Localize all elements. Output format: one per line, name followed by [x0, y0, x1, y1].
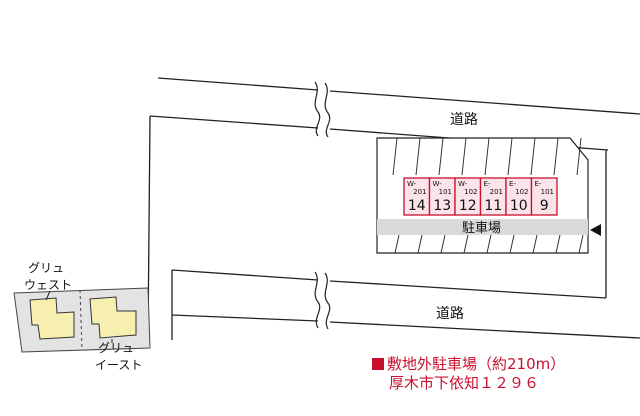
parking-spot-10 [505, 177, 533, 216]
parking-spot-unit-room: 102 [515, 188, 528, 196]
parking-spot-unit-room: 101 [541, 188, 554, 196]
parking-spot-unit-prefix: E- [535, 180, 542, 188]
parking-spot-divider [463, 234, 469, 254]
caption-line-2: 厚木市下依知１２９６ [389, 374, 540, 392]
parking-spot-number: 13 [433, 198, 451, 214]
lower-road-break-mark [314, 271, 321, 329]
upper-road-top-edge-left [157, 77, 319, 91]
upper-road-break-mark [314, 81, 321, 137]
parking-spot-divider [507, 137, 513, 176]
parking-spot-unit-prefix: W- [433, 180, 443, 188]
parking-spot-divider [392, 137, 398, 176]
bottom-row-spot-dividers [394, 234, 584, 254]
parking-spot-divider [486, 234, 492, 254]
parking-spot-divider [555, 234, 561, 254]
parking-label: 駐車場 [462, 221, 501, 236]
parking-spot-number: 9 [540, 198, 549, 214]
parking-spot-divider [578, 234, 584, 254]
upper-road-label: 道路 [450, 112, 478, 128]
entrance-arrow-icon [590, 224, 601, 236]
square-bullet-icon [372, 358, 384, 370]
parking-spot-9 [530, 177, 558, 216]
upper-road-bottom-edge-left [149, 115, 319, 129]
building-west-name-line2: ウェスト [24, 278, 72, 292]
parking-spot-14 [403, 177, 431, 216]
parking-spot-unit-room: 101 [439, 188, 452, 196]
upper-road-break-mark-2 [324, 82, 331, 138]
building-east-name-line2: イースト [95, 358, 142, 372]
parking-spot-divider [415, 137, 421, 176]
parking-spot-unit-room: 102 [464, 188, 477, 196]
caption-line-1: 敷地外駐車場（約210m） [372, 357, 565, 372]
parking-spot-divider [576, 137, 582, 176]
parking-spot-divider [484, 137, 490, 176]
parking-spot-divider [509, 234, 515, 254]
parking-spot-unit-prefix: W- [458, 180, 468, 188]
building-east-name-line1: グリュ [98, 341, 134, 355]
parking-spot-unit-room: 201 [413, 188, 426, 196]
parking-spot-divider [530, 137, 536, 176]
top-row-spot-dividers [392, 137, 582, 176]
parking-aisle [377, 219, 588, 235]
parking-spot-divider [461, 137, 467, 176]
highlighted-parking-spots: W-20114W-10113W-10212E-20111E-10210E-101… [403, 177, 558, 216]
lower-road-top-edge-left [171, 269, 319, 281]
building-west-name-line1: グリュ [28, 261, 64, 275]
parking-spot-divider [438, 137, 444, 176]
parking-spot-divider [440, 234, 446, 254]
parking-spot-13 [428, 177, 456, 216]
parking-spot-unit-prefix: E- [509, 180, 516, 188]
parking-spot-unit-room: 201 [490, 188, 503, 196]
building-west-leader [45, 290, 51, 301]
site-divider [79, 289, 83, 351]
caption-text-1: 敷地外駐車場（約210m） [387, 355, 566, 373]
parking-spot-number: 14 [408, 198, 426, 214]
building-east [89, 296, 137, 339]
parking-spot-12 [454, 177, 482, 216]
upper-road-top-edge-right [329, 90, 640, 115]
parking-spot-divider [532, 234, 538, 254]
parking-spot-divider [553, 137, 559, 176]
parking-spot-divider [417, 234, 423, 254]
building-west [29, 297, 75, 340]
parking-spot-unit-prefix: E- [484, 180, 491, 188]
parking-spot-number: 11 [484, 198, 502, 214]
lower-road-label: 道路 [436, 306, 464, 322]
parking-spot-number: 10 [510, 198, 528, 214]
parking-spot-number: 12 [459, 198, 477, 214]
parking-spot-divider [394, 234, 400, 254]
lower-road-bottom-edge-right [329, 321, 640, 339]
lower-road-top-edge-right [329, 280, 607, 299]
parking-spot-unit-prefix: W- [407, 180, 417, 188]
lower-road-bottom-edge-left [171, 314, 319, 322]
lower-road-break-mark-2 [324, 272, 331, 330]
